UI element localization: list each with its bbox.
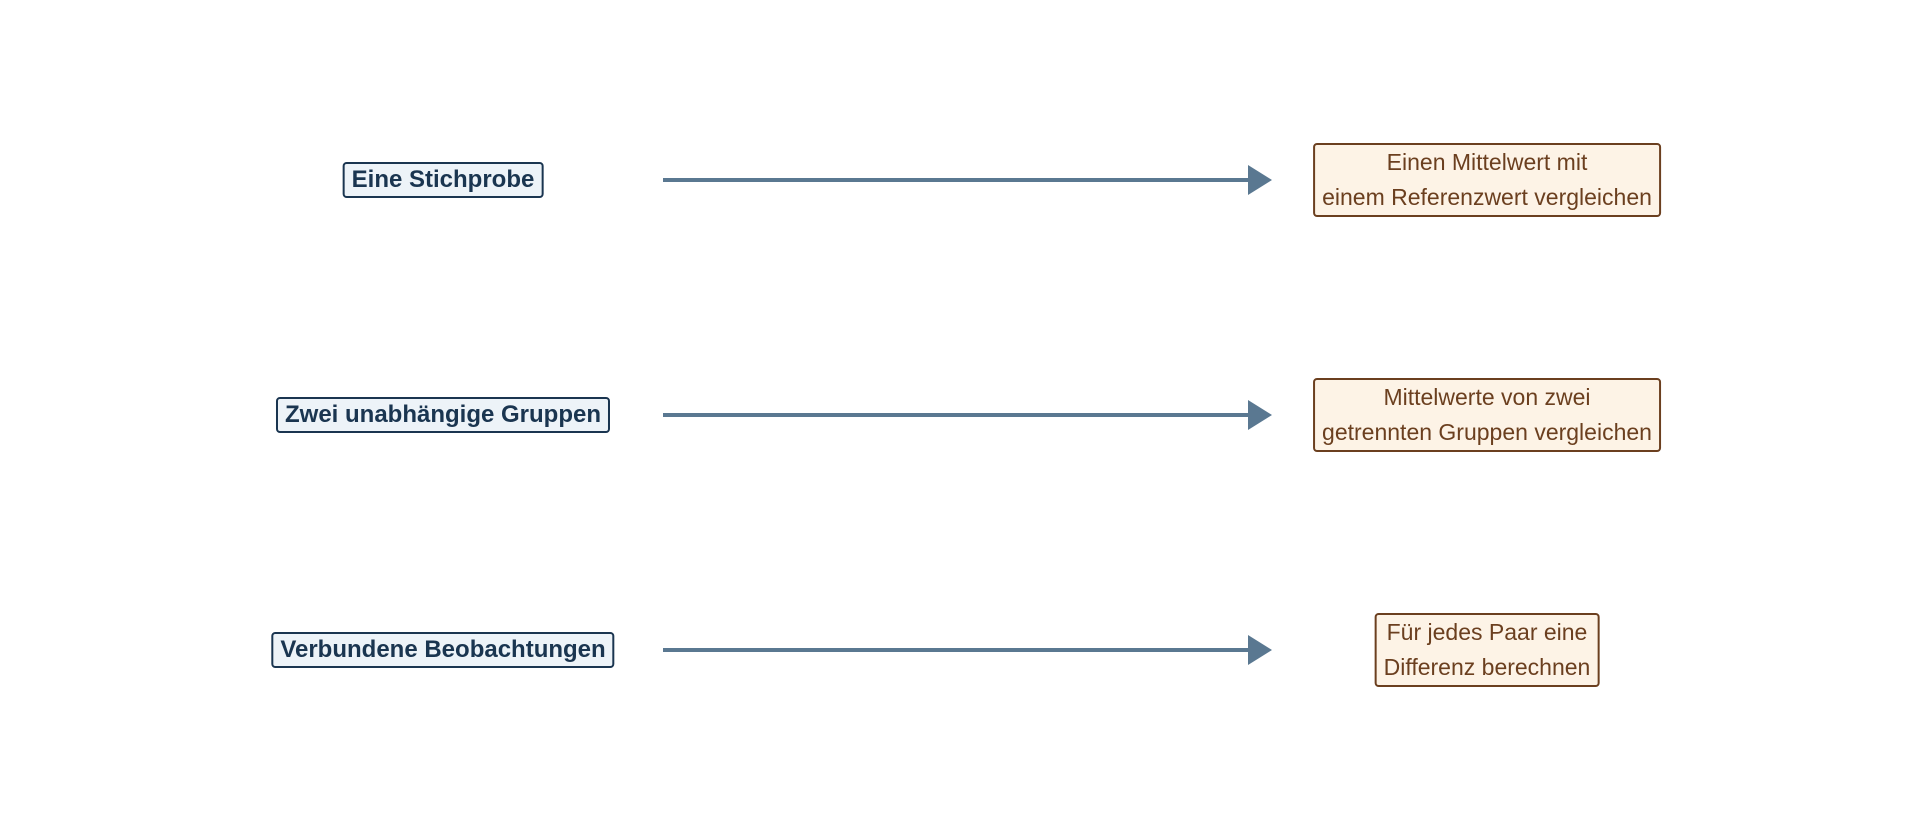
source-node-two-independent-groups: Zwei unabhängige Gruppen [275,397,611,433]
target-node-pair-difference: Für jedes Paar eine Differenz berechnen [1374,613,1600,687]
target-line-2: einem Referenzwert vergleichen [1322,184,1652,210]
target-line-1: Mittelwerte von zwei [1383,384,1591,410]
target-line-2: Differenz berechnen [1383,654,1591,680]
target-node-compare-reference: Einen Mittelwert mit einem Referenzwert … [1313,143,1661,217]
arrow-row-2 [663,400,1272,430]
target-line-1: Einen Mittelwert mit [1386,149,1588,175]
source-node-one-sample: Eine Stichprobe [342,162,544,198]
source-node-paired-observations: Verbundene Beobachtungen [271,632,615,668]
target-line-2: getrennten Gruppen vergleichen [1322,419,1652,445]
target-line-1: Für jedes Paar eine [1386,619,1588,645]
arrow-row-1 [663,165,1272,195]
target-node-compare-groups: Mittelwerte von zwei getrennten Gruppen … [1313,378,1661,452]
arrow-row-3 [663,635,1272,665]
